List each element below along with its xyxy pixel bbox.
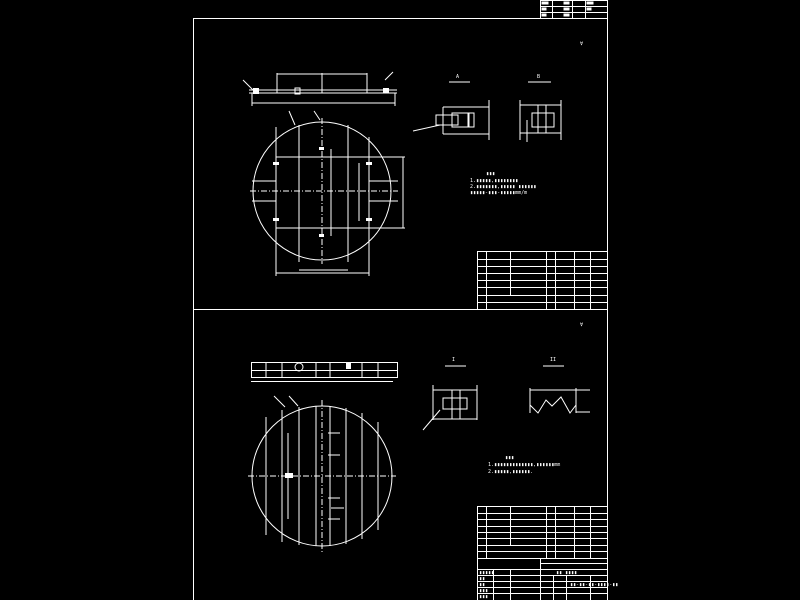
title-field-2: ▮▮ [479,576,486,582]
drawing-title: ▮▮ ▮▮▮▮ [556,570,578,576]
lower-roughness-mark: ∀ [580,322,584,328]
upper-notes-title: ▮▮▮ [486,171,496,177]
title-field-4: ▮▮▮ [479,588,489,594]
upper-roughness-mark: ∀ [580,41,584,47]
top-revision-strip [540,0,608,19]
lower-note-2: 2.▮▮▮▮▮,▮▮▮▮▮▮. [488,469,534,475]
upper-section-b [519,81,562,142]
section-label-ii: II [550,357,557,363]
title-field-5: ▮▮▮ [479,594,489,600]
lower-note-1: 1.▮▮▮▮▮▮▮▮▮▮▮▮▮,▮▮▮▮▮▮mm [488,462,561,468]
upper-note-2: 2.▮▮▮▮▮▮▮,▮▮▮▮▮ ▮▮▮▮▮▮ [470,184,537,190]
upper-note-3: ▮▮▮▮▮-▮▮▮-▮▮▮▮▮mm/m [470,190,528,196]
upper-section-a [412,81,490,140]
lower-elevation-view [251,362,398,382]
section-label-i: I [452,357,456,363]
lower-parts-table [477,506,608,559]
title-block [477,558,608,600]
lower-notes-title: ▮▮▮ [505,455,515,461]
title-field-1: ▮▮▮▮▮ [479,570,495,576]
upper-parts-table [477,251,608,310]
lower-section-ii [529,365,590,414]
title-field-3: ▮▮ [479,582,486,588]
upper-elevation-view [242,71,397,106]
upper-plan-view [250,110,405,276]
upper-note-1: 1.▮▮▮▮▮,▮▮▮▮▮▮▮▮ [470,178,519,184]
section-label-a: A [456,74,460,80]
lower-section-i [422,365,478,431]
lower-plan-view [248,395,396,552]
section-label-b: B [537,74,541,80]
drawing-number: ▮▮-▮▮-▮▮-▮▮▮▮-▮▮ [570,582,619,588]
